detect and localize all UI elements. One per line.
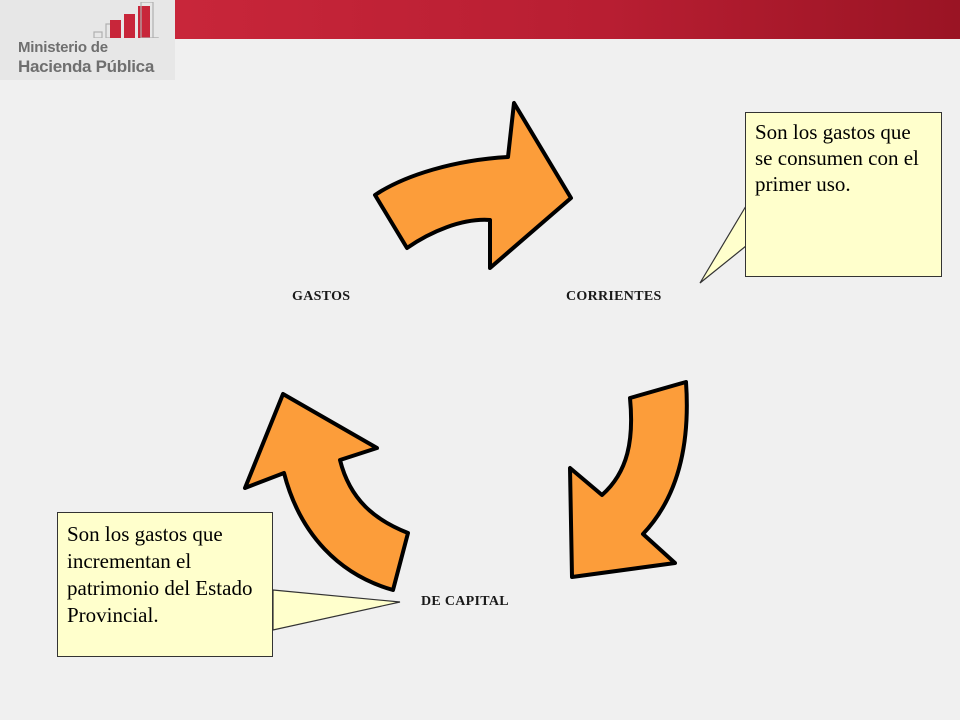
label-de-capital: DE CAPITAL [421,594,509,609]
logo-line-1: Ministerio de [18,39,108,56]
logo-line-2: Hacienda Pública [18,57,154,76]
ministry-logo: Ministerio de Hacienda Pública [0,0,175,80]
left-cycle-arrow [243,392,410,592]
top-cycle-arrow [373,101,573,270]
callout-pointer-bottom [272,589,401,631]
header-band [175,0,960,39]
callout-pointer-top [699,203,747,284]
callout-capital: Son los gastos que incrementan el patrim… [57,512,273,657]
bar-chart-logo-icon [93,2,159,38]
right-cycle-arrow [568,380,689,579]
ministry-logo-text: Ministerio de Hacienda Pública [18,38,154,76]
label-gastos: GASTOS [292,289,351,304]
label-corrientes: CORRIENTES [566,289,662,304]
callout-corrientes: Son los gastos que se consumen con el pr… [745,112,942,277]
